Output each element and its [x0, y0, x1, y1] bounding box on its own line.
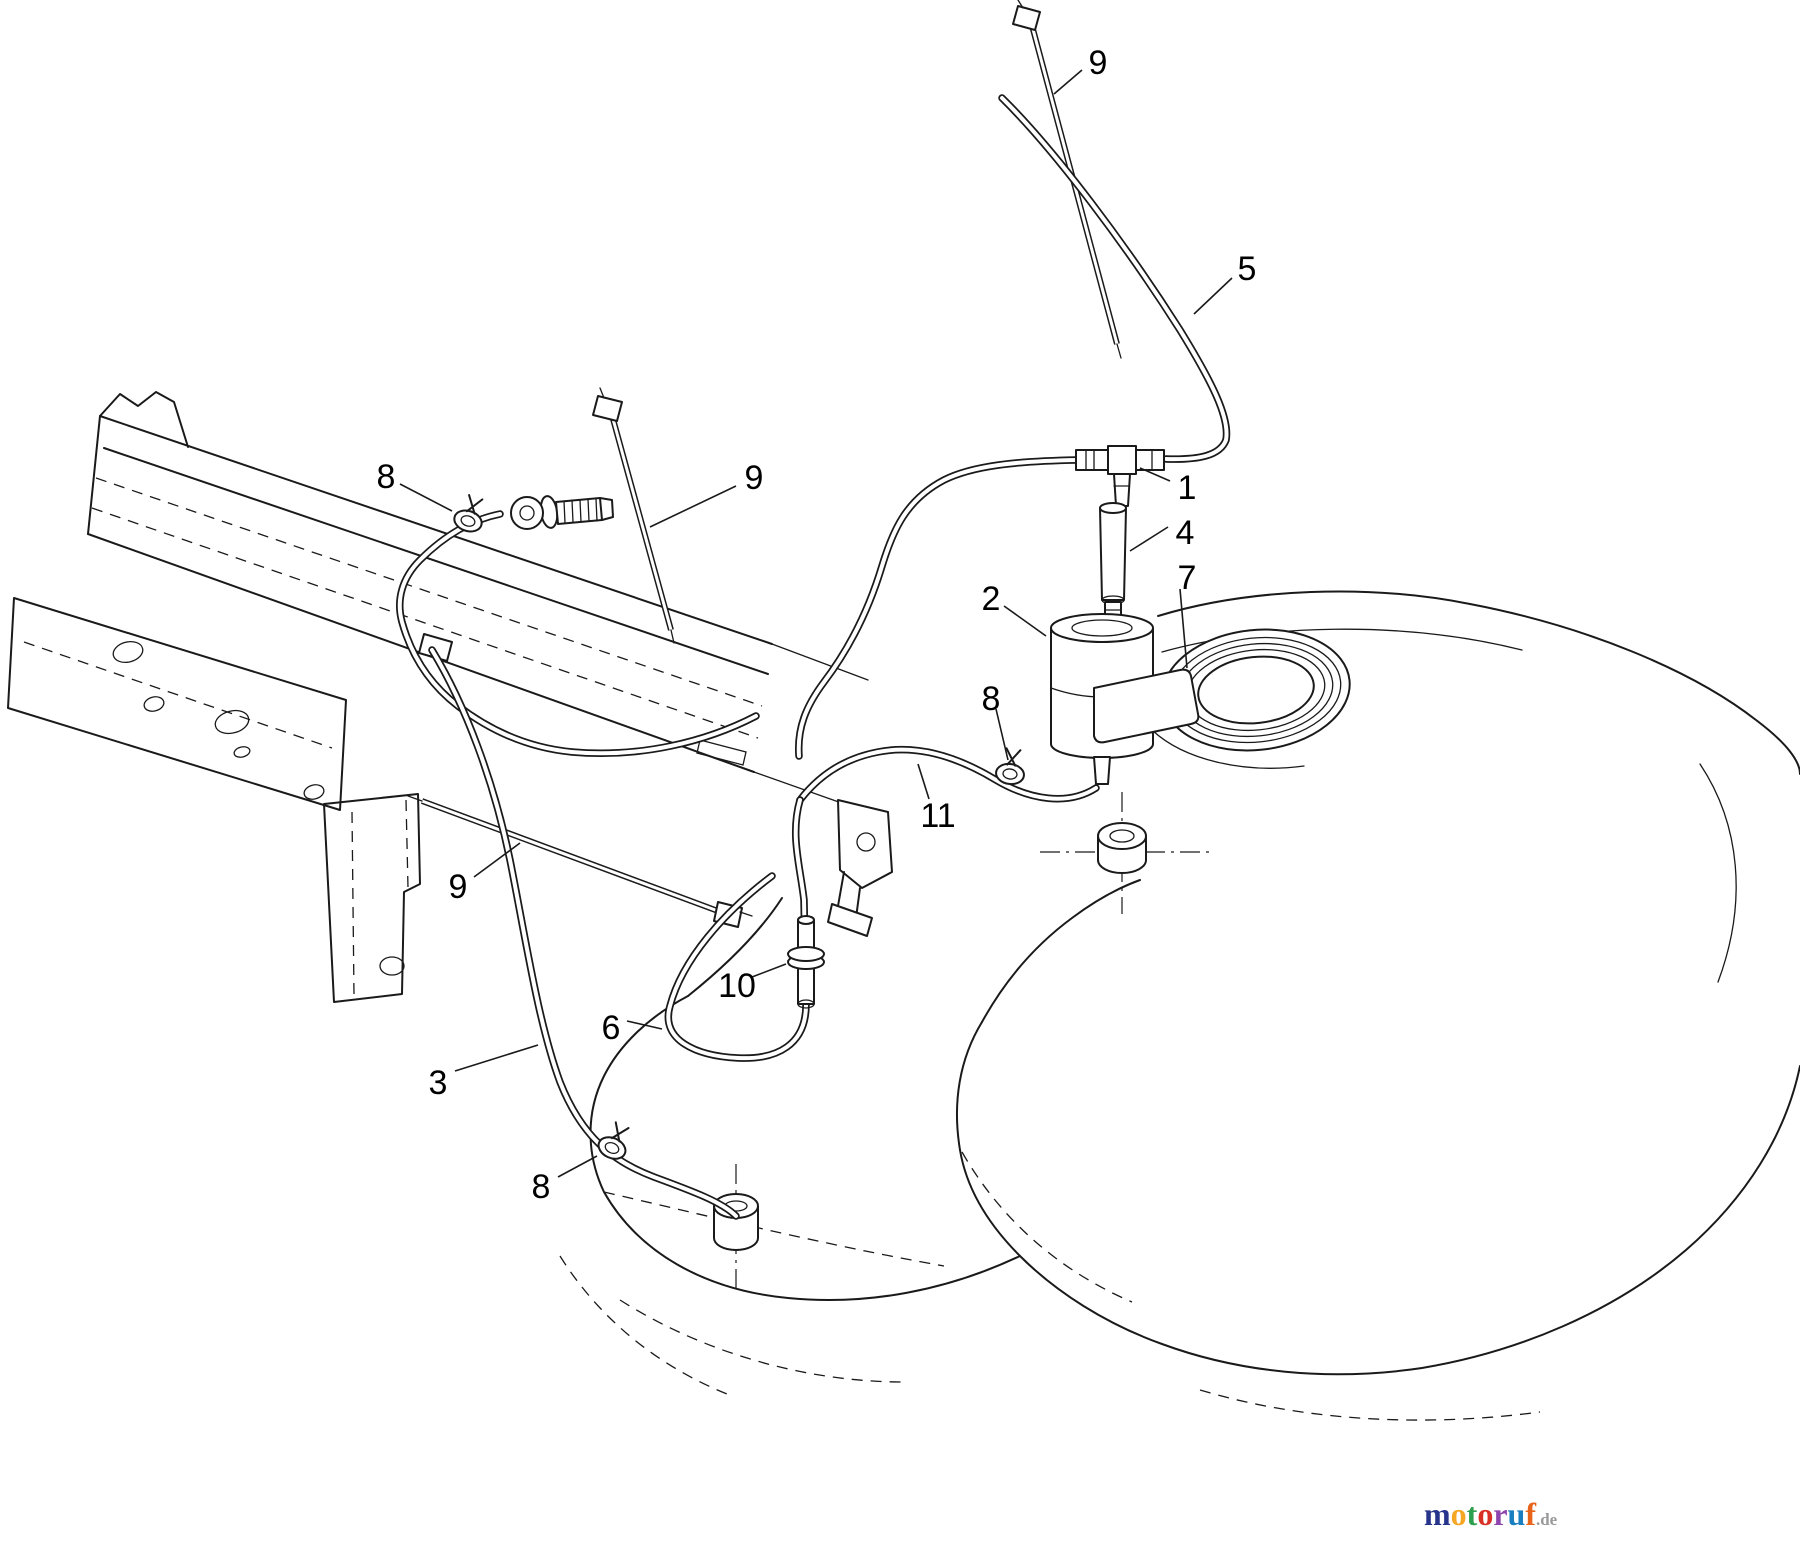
logo-letter: t [1466, 1496, 1478, 1532]
callout-4: 4 [1176, 514, 1195, 552]
frame-holes [112, 640, 325, 800]
callout-10: 10 [718, 967, 756, 1005]
logo-letter: r [1493, 1496, 1508, 1532]
callout-8-lower: 8 [532, 1168, 551, 1206]
logo-letter: o [1477, 1496, 1494, 1532]
frame-left-jag [99, 391, 189, 448]
callout-11: 11 [920, 797, 955, 835]
callout-leader-lines [399, 69, 1233, 1178]
hose-11 [796, 745, 1100, 804]
tank-neck-skirt [1151, 729, 1305, 769]
tank-top-outline [1157, 590, 1800, 775]
callout-9-lower: 9 [449, 868, 468, 906]
tank-left-lobe [589, 995, 1021, 1302]
logo-letter: o [1450, 1496, 1467, 1532]
tank-hidden-1 [603, 1191, 945, 1267]
callout-labels: 9 5 1 4 7 2 8 9 8 11 9 10 6 3 8 [377, 44, 1257, 1206]
hinge-foot [827, 903, 873, 937]
label-plate [1093, 668, 1200, 744]
callout-8-middle: 8 [982, 680, 1001, 718]
tank-hidden-4 [559, 1255, 733, 1397]
hose-3 [428, 646, 740, 1220]
callout-2: 2 [982, 580, 1001, 618]
logo-letter: f [1525, 1496, 1536, 1532]
hose-upper-left [396, 510, 760, 758]
bracket-hole [379, 956, 405, 976]
hose-clamp-lower [594, 1118, 636, 1164]
tank-contour-2 [1699, 763, 1737, 983]
frame-hidden-line-2 [91, 507, 759, 739]
hose-6 [664, 796, 810, 1062]
tie-clip [418, 633, 453, 662]
callout-9-top: 9 [1089, 44, 1108, 82]
cable-tie-middle [592, 387, 675, 644]
tank-bottom-outline [959, 1065, 1800, 1376]
fuel-hoses [396, 94, 1231, 1220]
frame-plug-fastener [510, 495, 614, 530]
hose-clamp-middle [993, 746, 1029, 787]
hose-grommet [787, 915, 825, 1009]
frame-top-edge [99, 415, 773, 645]
hose-5 [998, 94, 1231, 463]
logo-letter: u [1507, 1496, 1526, 1532]
tank-hidden-5 [1199, 1389, 1541, 1421]
callout-3: 3 [429, 1064, 448, 1102]
hinge-hole [856, 832, 876, 852]
frame-left-end [87, 415, 101, 535]
frame-bracket [323, 793, 421, 1003]
frame-top-face [103, 447, 769, 675]
motoruf-logo: motoruf.de [1424, 1498, 1557, 1530]
hinge-bracket [837, 799, 893, 889]
frame-right-continuation-1 [771, 643, 869, 681]
tank-left-outline [955, 1021, 983, 1151]
tee-fitting [1075, 445, 1165, 507]
callout-7: 7 [1178, 559, 1197, 597]
tank-hidden-3 [619, 1299, 905, 1383]
tank-elbow-fitting [713, 1193, 759, 1251]
tank-upper-left [981, 879, 1141, 1023]
tank-hidden-2 [961, 1151, 1133, 1303]
frame-hole-plate [7, 597, 347, 811]
logo-letter: m [1424, 1496, 1451, 1532]
tank-cap-fitting [1097, 822, 1147, 874]
callout-6: 6 [602, 1009, 621, 1047]
frame-assembly [7, 391, 893, 1003]
hose-5-left [794, 456, 1082, 760]
callout-8-upper: 8 [377, 458, 396, 496]
callout-9-middle: 9 [745, 459, 764, 497]
bracket-hidden-2 [405, 799, 409, 889]
frame-plate-hidden-line [23, 641, 333, 749]
fuel-line-sleeve [1099, 502, 1127, 605]
frame-right-continuation-2 [753, 771, 851, 807]
logo-suffix: .de [1535, 1510, 1558, 1529]
frame-slot [696, 739, 747, 766]
bracket-hidden-1 [351, 811, 355, 997]
callout-1: 1 [1178, 469, 1197, 507]
cable-tie-lower [407, 795, 753, 928]
tank-left-rise [687, 897, 783, 997]
callout-5: 5 [1238, 250, 1257, 288]
cable-ties [407, 0, 1122, 928]
frame-hidden-line-1 [95, 477, 763, 707]
